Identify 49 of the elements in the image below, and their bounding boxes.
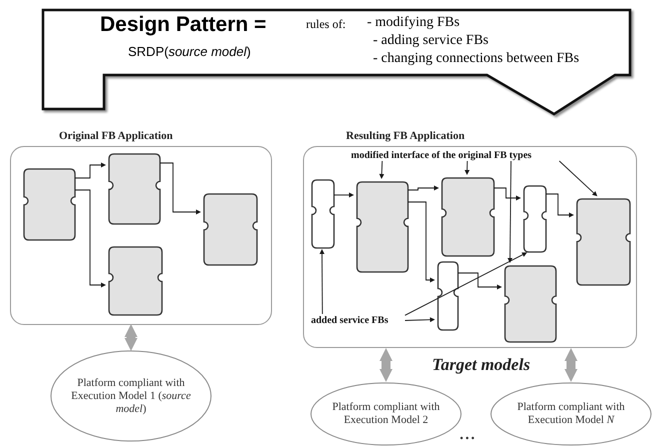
section-label: Target models [432, 354, 530, 376]
platform-ellipse [490, 382, 652, 446]
arrow [160, 162, 201, 214]
arrow [74, 190, 106, 288]
leader-line [558, 160, 598, 196]
leader-line [404, 252, 528, 316]
ellipsis-mark: • • • [460, 433, 474, 444]
function-block [437, 261, 459, 331]
rule-item: - changing connections between FBs [373, 52, 580, 66]
leader-line [404, 317, 435, 322]
arrow [408, 186, 439, 190]
platform-label: Platform compliant with Execution Model 2 [331, 401, 441, 427]
arrow [334, 192, 354, 198]
function-block [576, 198, 631, 286]
function-block [203, 193, 258, 266]
leader-line [464, 160, 470, 175]
platform-label: Platform compliant with Execution Model N [516, 401, 626, 427]
annotation-text: added service FBs [311, 315, 406, 328]
platform-ellipse [310, 382, 462, 446]
arrow [546, 194, 574, 218]
function-block [441, 177, 495, 257]
arrow [74, 162, 106, 178]
platform-ellipse [50, 350, 212, 442]
platform-label: Platform compliant with Execution Model 1 (source model) [70, 376, 192, 416]
rule-item: - adding service FBs [373, 34, 488, 48]
annotation-text: modified interface of the original FB types [351, 150, 581, 162]
pattern-subtitle: SRDP(source model) [128, 45, 251, 58]
arrow [494, 188, 521, 200]
double-arrow [124, 324, 138, 351]
panel-heading: Resulting FB Application [346, 129, 465, 144]
function-block [504, 265, 557, 343]
arrow [458, 272, 502, 290]
double-arrow [564, 348, 578, 382]
leader-line [508, 160, 512, 263]
function-block [356, 181, 409, 273]
arrow [408, 202, 435, 282]
function-block [523, 185, 547, 253]
function-block [311, 179, 335, 249]
pattern-heading: Design Pattern = [100, 14, 266, 35]
function-block [108, 153, 161, 225]
function-block [23, 168, 76, 241]
rule-item: - modifying FBs [367, 16, 460, 30]
double-arrow [380, 348, 392, 382]
rules-label: rules of: [306, 18, 346, 30]
callout-shape [42, 9, 631, 115]
leader-line [320, 249, 324, 314]
panel-heading: Original FB Application [59, 129, 173, 144]
leader-line [379, 160, 384, 179]
function-block [108, 246, 163, 316]
